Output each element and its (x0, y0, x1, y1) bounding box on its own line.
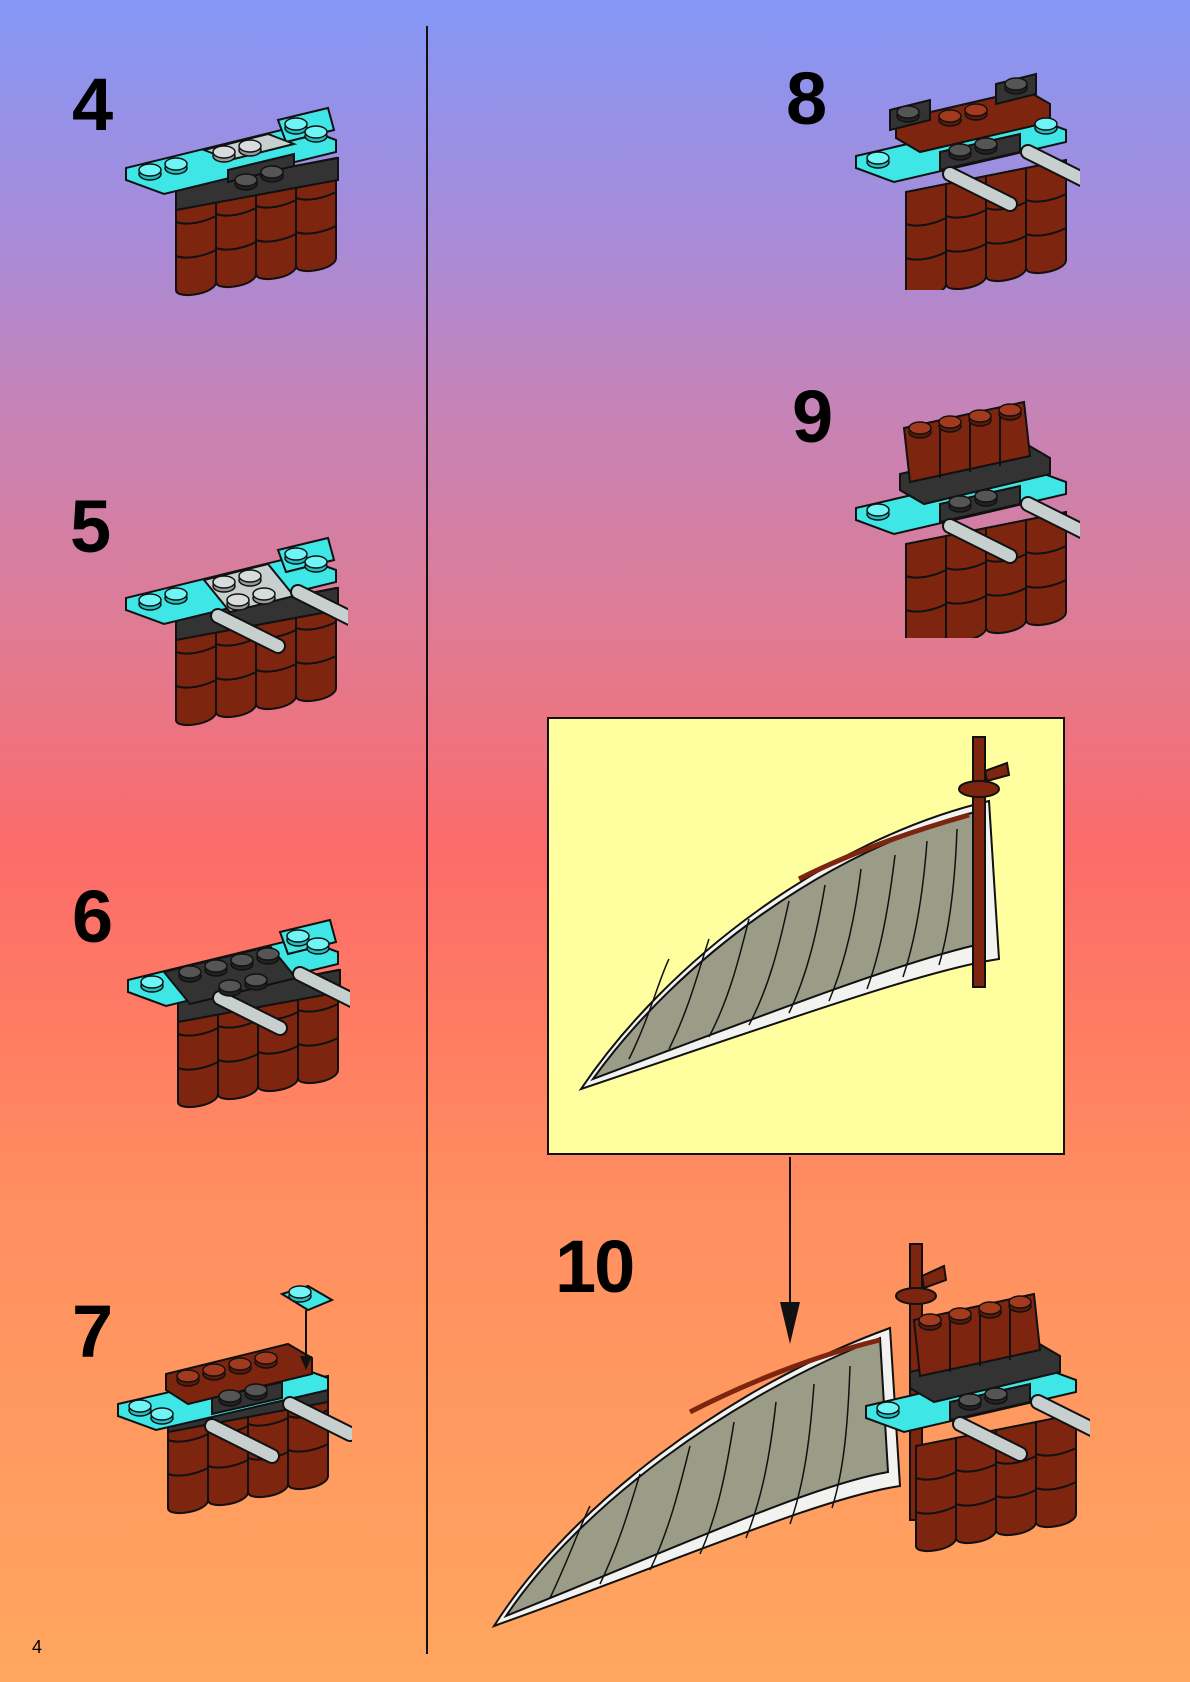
step-number-9: 9 (792, 375, 833, 458)
callout-arrow-line (789, 1157, 791, 1307)
step-number-6: 6 (72, 875, 113, 958)
step-number-5: 5 (70, 485, 111, 568)
step-number-7: 7 (72, 1290, 113, 1373)
step-10-assembly (491, 1243, 1090, 1628)
page-number: 4 (32, 1637, 43, 1657)
step-number-4: 4 (72, 63, 113, 146)
step-number-8: 8 (786, 57, 827, 140)
sail-callout-box (547, 717, 1065, 1155)
step-4-assembly (125, 106, 339, 300)
step-7-assembly (117, 1284, 352, 1538)
column-divider (426, 26, 428, 1654)
sail-illustration (578, 736, 1011, 1091)
step-number-10: 10 (555, 1225, 635, 1308)
step-6-assembly (127, 918, 350, 1112)
step-9-assembly (855, 400, 1080, 638)
callout-arrow-head (780, 1302, 800, 1344)
step-5-assembly (125, 536, 348, 730)
step-8-assembly (855, 72, 1080, 290)
